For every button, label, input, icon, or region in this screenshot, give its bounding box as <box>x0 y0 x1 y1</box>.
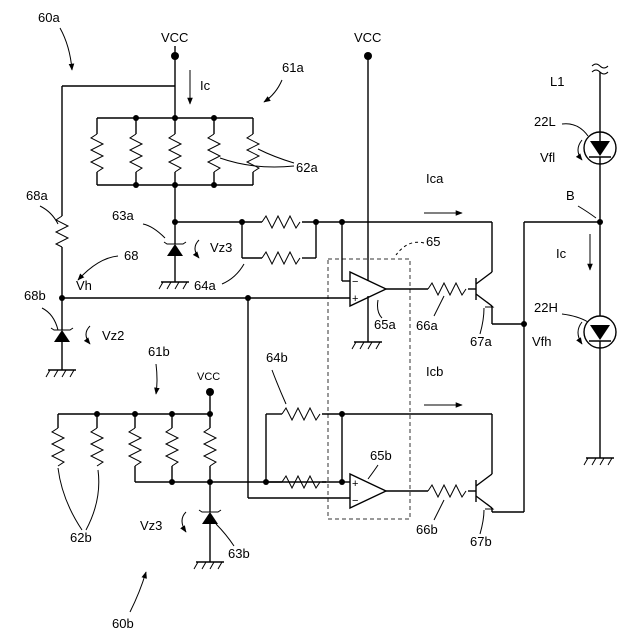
opamp-b-minus: − <box>352 495 358 507</box>
label-ica: Ica <box>426 171 444 186</box>
label-64b: 64b <box>266 350 288 365</box>
label-68: 68 <box>124 248 138 263</box>
opamp-b-plus: + <box>352 478 358 490</box>
resistor-bank-61b <box>52 411 326 485</box>
label-vz3-b: Vz3 <box>140 518 162 533</box>
zener-diode-68b <box>46 298 76 377</box>
zener-diode-63b <box>194 482 224 569</box>
vcc-label: VCC <box>161 30 188 45</box>
label-67a: 67a <box>470 334 492 349</box>
ground-symbol <box>584 458 614 465</box>
label-67b: 67b <box>470 534 492 549</box>
resistor-62a-5 <box>247 118 259 185</box>
label-68b: 68b <box>24 288 46 303</box>
opamp-a-plus: + <box>352 293 358 305</box>
label-vz2: Vz2 <box>102 328 124 343</box>
ground-symbol <box>352 342 382 349</box>
resistor-62a-1 <box>91 118 103 185</box>
label-60b: 60b <box>112 616 134 631</box>
label-65: 65 <box>426 234 440 249</box>
label-62b: 62b <box>70 530 92 545</box>
resistor-bank-61a <box>91 112 259 188</box>
vcc-lower-label: VCC <box>197 371 220 383</box>
label-61a: 61a <box>282 60 304 75</box>
label-ic-right: Ic <box>556 246 567 261</box>
resistor-66a <box>428 283 466 295</box>
label-60a: 60a <box>38 10 60 25</box>
label-22h: 22H <box>534 300 558 315</box>
ground-symbol <box>46 370 76 377</box>
resistor-62a-2 <box>130 118 142 185</box>
label-65b: 65b <box>370 448 392 463</box>
label-vz3-a: Vz3 <box>210 240 232 255</box>
resistor-66b <box>428 485 466 497</box>
vcc-terminal-top-left: VCC <box>161 30 188 112</box>
label-68a: 68a <box>26 188 48 203</box>
ground-symbol <box>194 562 224 569</box>
label-node-b: B <box>566 188 575 203</box>
led-22h <box>584 316 616 458</box>
vcc-mid-label: VCC <box>354 30 381 45</box>
label-22l: 22L <box>534 114 556 129</box>
current-arrow-ic: Ic <box>190 70 211 104</box>
label-66a: 66a <box>416 318 438 333</box>
transistor-67b <box>476 414 524 512</box>
opamp-a-minus: − <box>352 276 358 288</box>
label-63a: 63a <box>112 208 134 223</box>
current-ic-label: Ic <box>200 78 211 93</box>
vcc-terminal-lower: VCC <box>197 371 220 414</box>
label-vfl: Vfl <box>540 150 555 165</box>
resistor-68a <box>56 216 68 298</box>
label-65a: 65a <box>374 317 396 332</box>
label-l1: L1 <box>550 74 564 89</box>
label-vfh: Vfh <box>532 334 552 349</box>
opamp-65b: + − <box>342 474 386 508</box>
resistor-62a-4 <box>208 118 220 185</box>
label-64a: 64a <box>194 278 216 293</box>
ground-symbol <box>159 282 189 289</box>
line-l1: L1 <box>550 64 608 130</box>
label-61b: 61b <box>148 344 170 359</box>
label-icb: Icb <box>426 364 443 379</box>
label-62a: 62a <box>296 160 318 175</box>
zener-diode-63a <box>159 222 189 289</box>
label-63b: 63b <box>228 546 250 561</box>
transistor-67a <box>476 222 524 324</box>
vcc-terminal-mid: VCC <box>354 30 381 281</box>
resistor-62a-3 <box>169 112 181 185</box>
led-22l <box>584 130 616 222</box>
label-66b: 66b <box>416 522 438 537</box>
